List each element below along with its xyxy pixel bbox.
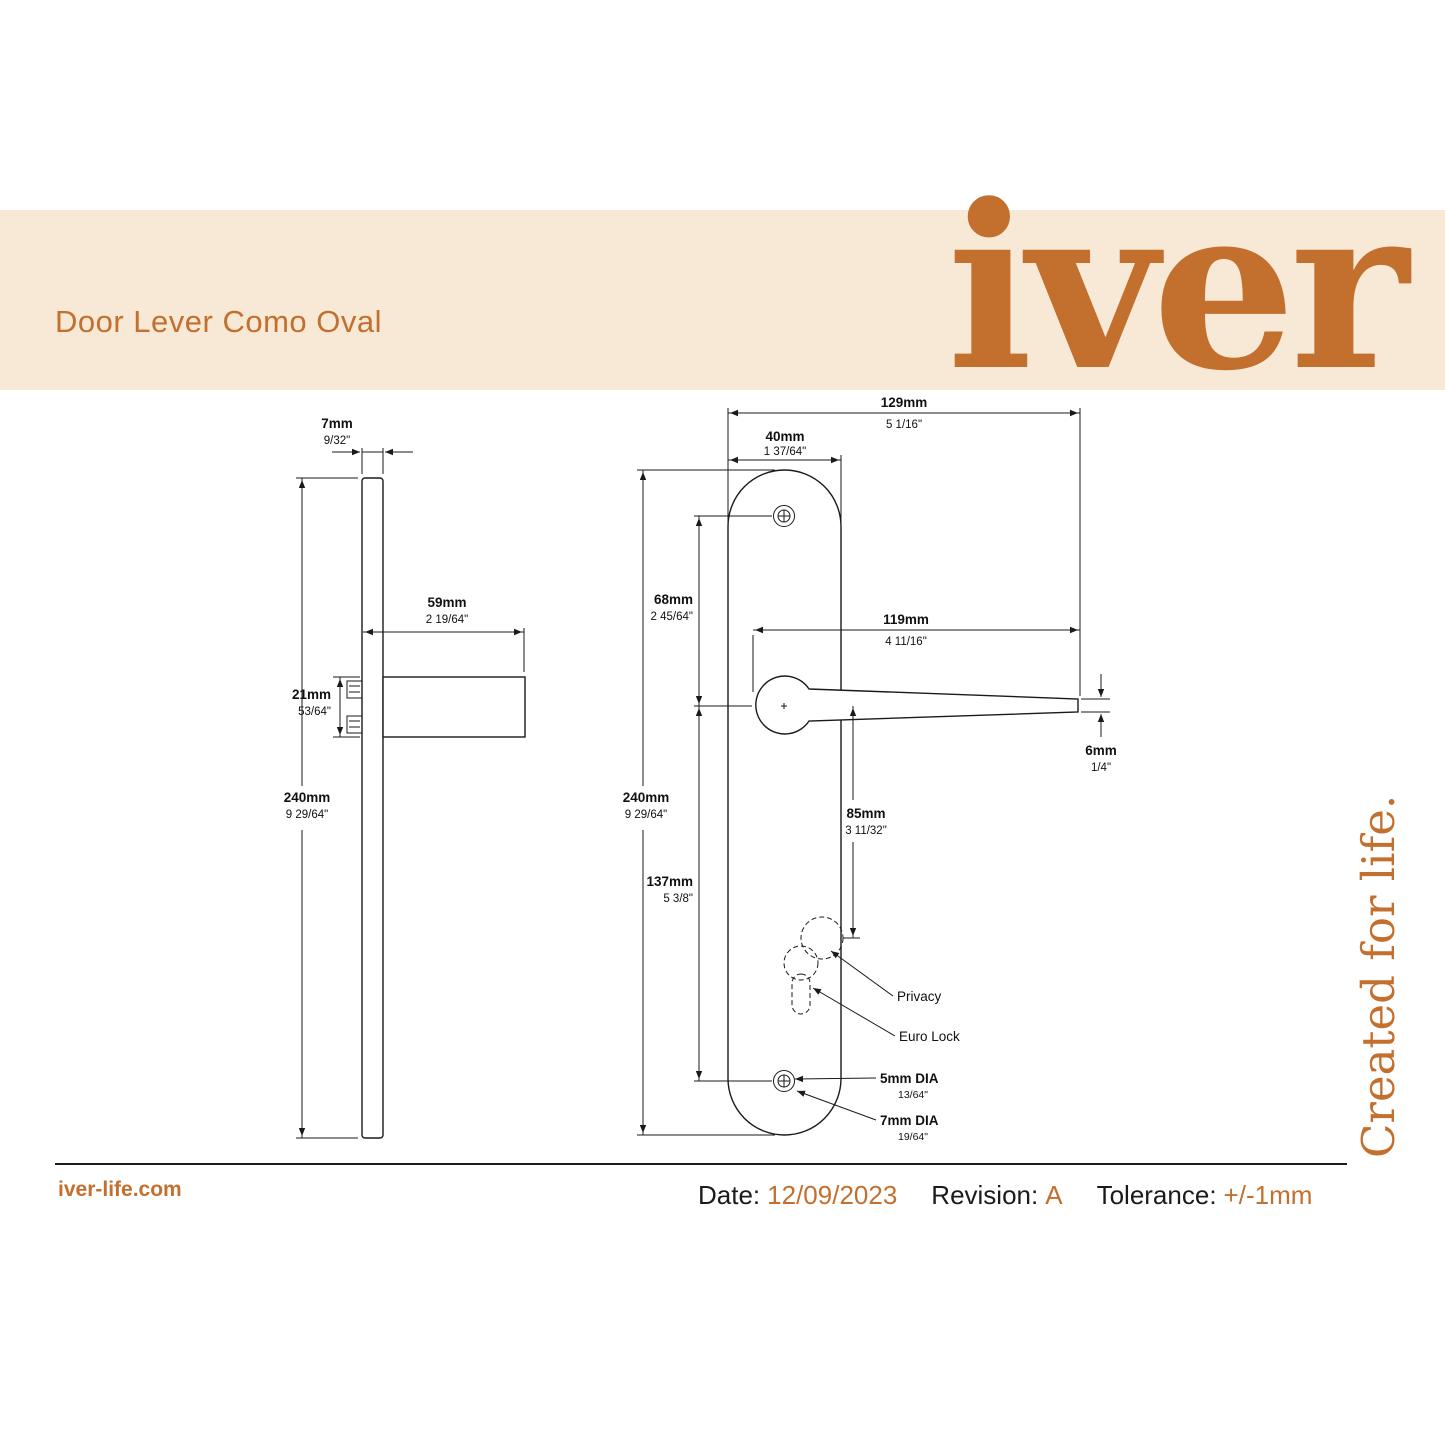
date-label: Date: bbox=[698, 1180, 761, 1210]
dim-side-projection-in: 2 19/64" bbox=[426, 614, 468, 626]
dim-centre-to-keyhole-mm: 85mm bbox=[846, 806, 885, 821]
dim-side-grip-mm: 21mm bbox=[292, 687, 331, 702]
dim-screw-to-centre: 68mm 2 45/64" bbox=[651, 515, 772, 707]
dim-centre-to-screw-mm: 137mm bbox=[646, 874, 693, 889]
dim-lever-length-in: 4 11/16" bbox=[885, 636, 927, 648]
dim-centre-to-screw-in: 5 3/8" bbox=[663, 893, 693, 905]
dim-plate-width-mm: 40mm bbox=[765, 429, 804, 444]
annotation-privacy: Privacy bbox=[830, 950, 942, 1004]
dim-side-thickness-mm: 7mm bbox=[321, 416, 353, 431]
header-band: Door Lever Como Oval iver bbox=[0, 176, 1445, 402]
tolerance-label: Tolerance: bbox=[1096, 1180, 1217, 1210]
side-fixing-lugs bbox=[346, 680, 363, 734]
screw-head-dia-mm: 7mm DIA bbox=[880, 1113, 939, 1128]
front-lever-handle bbox=[755, 675, 1079, 735]
dim-front-overall-width: 129mm 5 1/16" bbox=[727, 395, 1081, 696]
dim-side-height-in: 9 29/64" bbox=[286, 809, 328, 821]
dim-side-projection-mm: 59mm bbox=[427, 595, 466, 610]
website-link[interactable]: iver-life.com bbox=[58, 1178, 182, 1201]
dim-centre-to-screw: 137mm 5 3/8" bbox=[646, 706, 772, 1082]
dim-side-plate-height: 240mm 9 29/64" bbox=[284, 477, 358, 1139]
euro-cylinder-outline bbox=[783, 945, 819, 1015]
footer-divider bbox=[55, 1163, 1347, 1165]
brand-tagline: Created for life. bbox=[1352, 794, 1405, 1158]
dim-screw-to-centre-in: 2 45/64" bbox=[651, 611, 693, 623]
bottom-screw bbox=[773, 1070, 795, 1092]
dim-plate-width-in: 1 37/64" bbox=[764, 446, 806, 458]
dim-front-height-in: 9 29/64" bbox=[625, 809, 667, 821]
screw-hole-dia-in: 13/64" bbox=[898, 1089, 928, 1101]
dim-centre-to-keyhole: 85mm 3 11/32" bbox=[843, 706, 887, 939]
revision-value: A bbox=[1045, 1180, 1063, 1210]
euro-lock-label: Euro Lock bbox=[899, 1029, 960, 1044]
privacy-label: Privacy bbox=[897, 989, 942, 1004]
dim-overall-width-in: 5 1/16" bbox=[886, 419, 922, 431]
tolerance-value: +/-1mm bbox=[1223, 1180, 1313, 1210]
lever-centre-mark bbox=[781, 703, 787, 709]
dim-centre-to-keyhole-in: 3 11/32" bbox=[845, 825, 887, 837]
side-lever-grip bbox=[382, 676, 526, 738]
dim-side-height-mm: 240mm bbox=[284, 790, 331, 805]
footer-meta: Date:12/09/2023 Revision:A Tolerance:+/-1m… bbox=[698, 1180, 1312, 1211]
iver-logo: iver bbox=[946, 156, 1409, 421]
front-oval-plate bbox=[727, 469, 842, 1136]
front-view bbox=[727, 469, 1079, 1136]
annotation-screw-hole: 5mm DIA 13/64" bbox=[794, 1071, 939, 1101]
dim-front-plate-width: 40mm 1 37/64" bbox=[728, 429, 842, 528]
page-title: Door Lever Como Oval bbox=[55, 304, 383, 339]
dim-screw-to-centre-mm: 68mm bbox=[654, 592, 693, 607]
dim-side-projection: 59mm 2 19/64" bbox=[363, 595, 525, 672]
dim-side-thickness-in: 9/32" bbox=[324, 435, 350, 447]
dim-lever-length-mm: 119mm bbox=[883, 612, 929, 627]
dim-lever-thickness-mm: 6mm bbox=[1085, 743, 1117, 758]
dim-lever-thickness-in: 1/4" bbox=[1091, 762, 1111, 774]
annotation-screw-head: 7mm DIA 19/64" bbox=[796, 1090, 939, 1143]
dim-lever-length: 119mm 4 11/16" bbox=[752, 612, 1080, 692]
dim-side-grip-in: 53/64" bbox=[298, 706, 331, 718]
side-view bbox=[346, 477, 526, 1139]
dim-lever-thickness: 6mm 1/4" bbox=[1081, 674, 1117, 774]
dim-front-height-mm: 240mm bbox=[623, 790, 670, 805]
screw-hole-dia-mm: 5mm DIA bbox=[880, 1071, 939, 1086]
annotation-euro-lock: Euro Lock bbox=[812, 987, 960, 1044]
revision-label: Revision: bbox=[931, 1180, 1039, 1210]
dim-overall-width-mm: 129mm bbox=[881, 395, 928, 410]
top-screw bbox=[773, 505, 795, 527]
date-value: 12/09/2023 bbox=[767, 1180, 898, 1210]
dim-side-thickness: 7mm 9/32" bbox=[321, 416, 413, 474]
side-backplate bbox=[361, 477, 384, 1139]
screw-head-dia-in: 19/64" bbox=[898, 1131, 928, 1143]
dim-front-plate-height: 240mm 9 29/64" bbox=[623, 469, 775, 1136]
